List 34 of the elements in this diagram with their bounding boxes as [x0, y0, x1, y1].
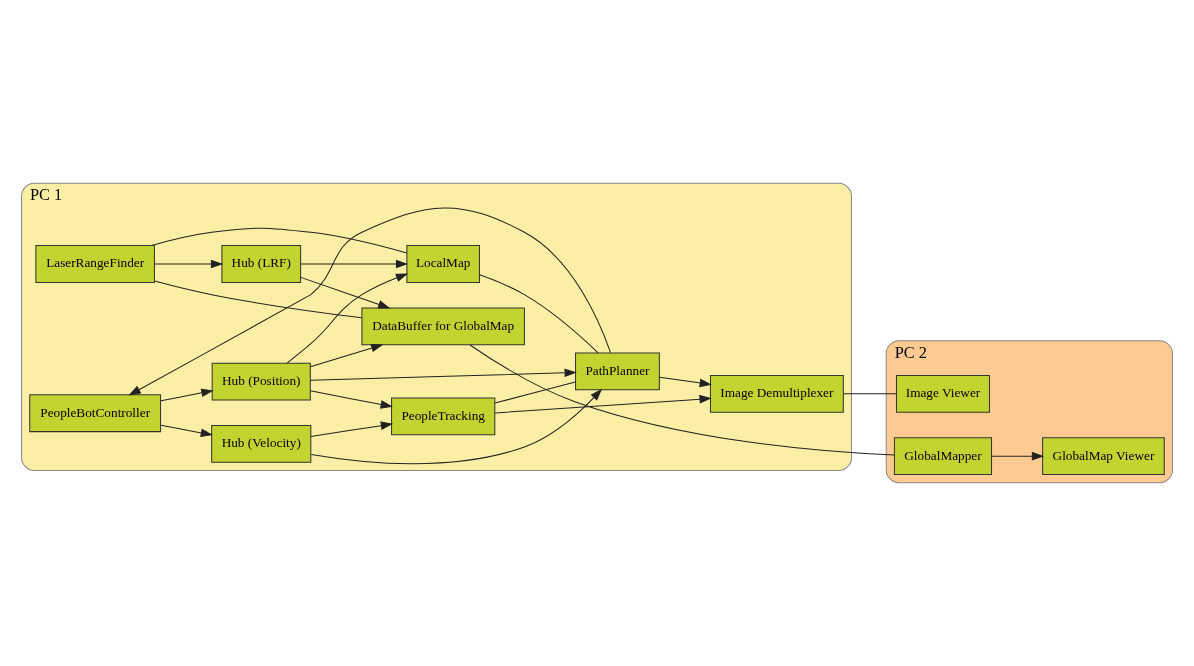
arrow — [128, 207, 612, 396]
node-box: LocalMap — [406, 245, 480, 283]
arrow — [300, 259, 409, 269]
node-box: GlobalMapper — [893, 437, 993, 476]
arrow — [286, 273, 409, 364]
connector — [494, 381, 576, 404]
arrow — [991, 451, 1045, 461]
node-box: Hub (Position) — [211, 362, 311, 401]
arrow — [494, 394, 712, 414]
arrow — [658, 376, 712, 388]
connector — [154, 280, 363, 319]
arrow — [160, 424, 214, 438]
arrow — [160, 388, 214, 402]
node-box: PeopleBotController — [29, 394, 162, 433]
arrow — [310, 421, 394, 437]
connector — [469, 344, 895, 456]
arrow — [309, 368, 577, 381]
node-box: LaserRangeFinder — [35, 245, 155, 283]
arrow — [309, 343, 384, 368]
connector — [843, 393, 897, 395]
node-box: Image Demultiplexer — [709, 374, 844, 413]
connector — [151, 227, 408, 254]
arrow — [310, 388, 603, 465]
node-box: GlobalMap Viewer — [1042, 437, 1165, 476]
node-box: DataBuffer for GlobalMap — [361, 307, 525, 346]
arrow — [300, 276, 391, 309]
arrow — [309, 390, 393, 409]
node-box: Image Viewer — [895, 374, 990, 413]
node-box: PathPlanner — [575, 352, 660, 391]
arrow — [153, 259, 224, 269]
node-box: PeopleTracking — [391, 397, 496, 436]
node-box: Hub (LRF) — [221, 245, 302, 283]
connector — [479, 274, 599, 354]
node-box: Hub (Velocity) — [211, 425, 312, 463]
